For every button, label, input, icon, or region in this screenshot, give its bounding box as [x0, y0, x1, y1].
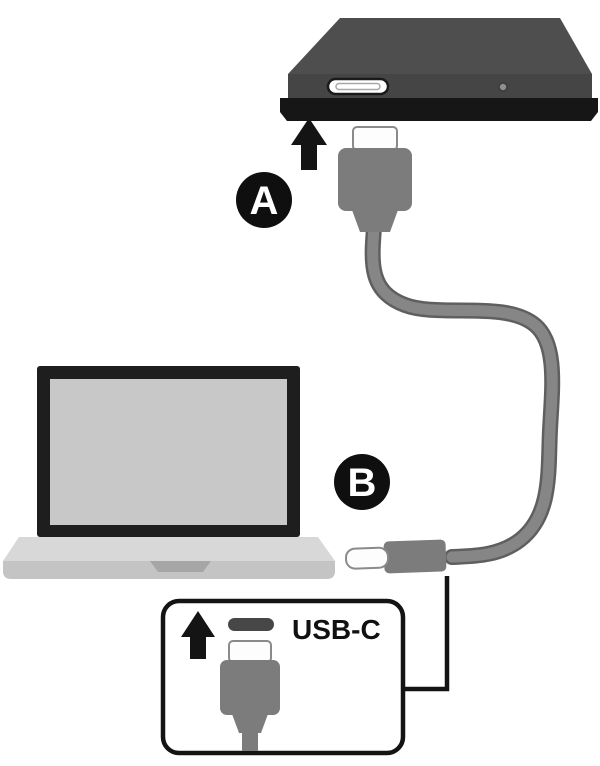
laptop-thumb-notch — [150, 561, 211, 572]
usb-cable — [364, 220, 561, 565]
usb-port-slot — [326, 77, 390, 96]
laptop-deck — [3, 537, 335, 561]
cable-outline — [364, 220, 561, 565]
usb-port-inner-line — [335, 82, 381, 91]
step-a-badge: A — [236, 172, 292, 228]
step-b-label: B — [348, 461, 377, 505]
laptop-illustration — [3, 366, 335, 579]
step-b-circle — [334, 454, 390, 510]
plug-strain-relief — [232, 714, 268, 733]
callout-port-label: USB-C — [292, 614, 381, 645]
insert-arrow-up-icon — [291, 118, 327, 170]
external-drive-illustration — [280, 18, 598, 121]
plug-body — [383, 539, 447, 574]
step-b-badge: B — [334, 454, 390, 510]
callout-frame — [160, 598, 406, 756]
plug-strain-relief — [352, 210, 398, 232]
arrow-head — [181, 611, 215, 637]
step-a-circle — [236, 172, 292, 228]
step-a-label: A — [250, 179, 279, 223]
laptop-screen — [50, 379, 287, 525]
cable-core — [367, 222, 558, 563]
usb-c-plug-top — [338, 126, 412, 232]
plug-body — [220, 660, 280, 715]
arrow-shaft — [190, 636, 206, 659]
usb-c-callout-box: USB-C — [160, 598, 406, 756]
plug-tip — [352, 126, 398, 151]
plug-tip — [344, 546, 390, 570]
callout-usb-c-plug — [220, 640, 280, 751]
plug-tip — [228, 640, 272, 663]
callout-arrow-up-icon — [181, 611, 215, 659]
arrow-shaft — [301, 144, 317, 170]
usb-c-plug-side — [344, 539, 447, 574]
status-led-dot — [498, 82, 508, 92]
arrow-head — [291, 118, 327, 145]
usb-c-port-icon — [228, 618, 274, 631]
drive-base — [280, 98, 598, 121]
plug-body — [338, 148, 412, 211]
plug-cable-stub — [242, 732, 258, 751]
drive-top-face — [288, 18, 592, 74]
callout-leader-line — [403, 576, 450, 692]
